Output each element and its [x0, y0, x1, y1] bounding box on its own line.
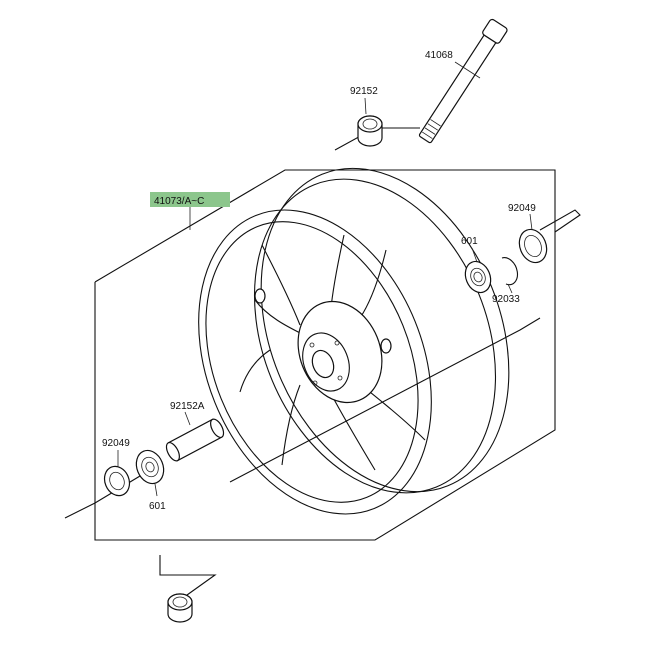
- collar-inner-leader: [184, 411, 191, 426]
- axle-part: [418, 18, 508, 144]
- collar-top-leader: [364, 97, 367, 115]
- circlip-label: 92033: [492, 294, 520, 305]
- bearing-right-part: [464, 260, 492, 294]
- wheel-assembly-label: 41073/A~C: [154, 196, 204, 207]
- seal-right-label: 92049: [508, 203, 536, 214]
- bearing-right-leader: [471, 247, 478, 263]
- collar-inner-part: [165, 418, 225, 462]
- circlip-part: [501, 257, 518, 286]
- bearing-right-label: 601: [461, 236, 478, 247]
- wheel-label-highlight: [150, 192, 230, 207]
- axle-label: 41068: [425, 50, 453, 61]
- collar-top-part: [334, 115, 420, 151]
- bearing-left-leader: [154, 483, 158, 497]
- axle-leader: [454, 61, 481, 79]
- assembly-frame: [94, 169, 556, 541]
- collar-top-label: 92152: [350, 86, 378, 97]
- wheel-part: [198, 167, 510, 515]
- bearing-left-part: [135, 449, 165, 485]
- collar-bottom-part: [159, 555, 217, 623]
- circlip-leader: [507, 283, 513, 294]
- seal-left-label: 92049: [102, 438, 130, 449]
- bearing-left-label: 601: [149, 501, 166, 512]
- seal-right-part: [518, 228, 548, 264]
- seal-right-leader: [529, 213, 533, 231]
- seal-left-part: [103, 465, 131, 497]
- collar-inner-label: 92152A: [170, 401, 205, 412]
